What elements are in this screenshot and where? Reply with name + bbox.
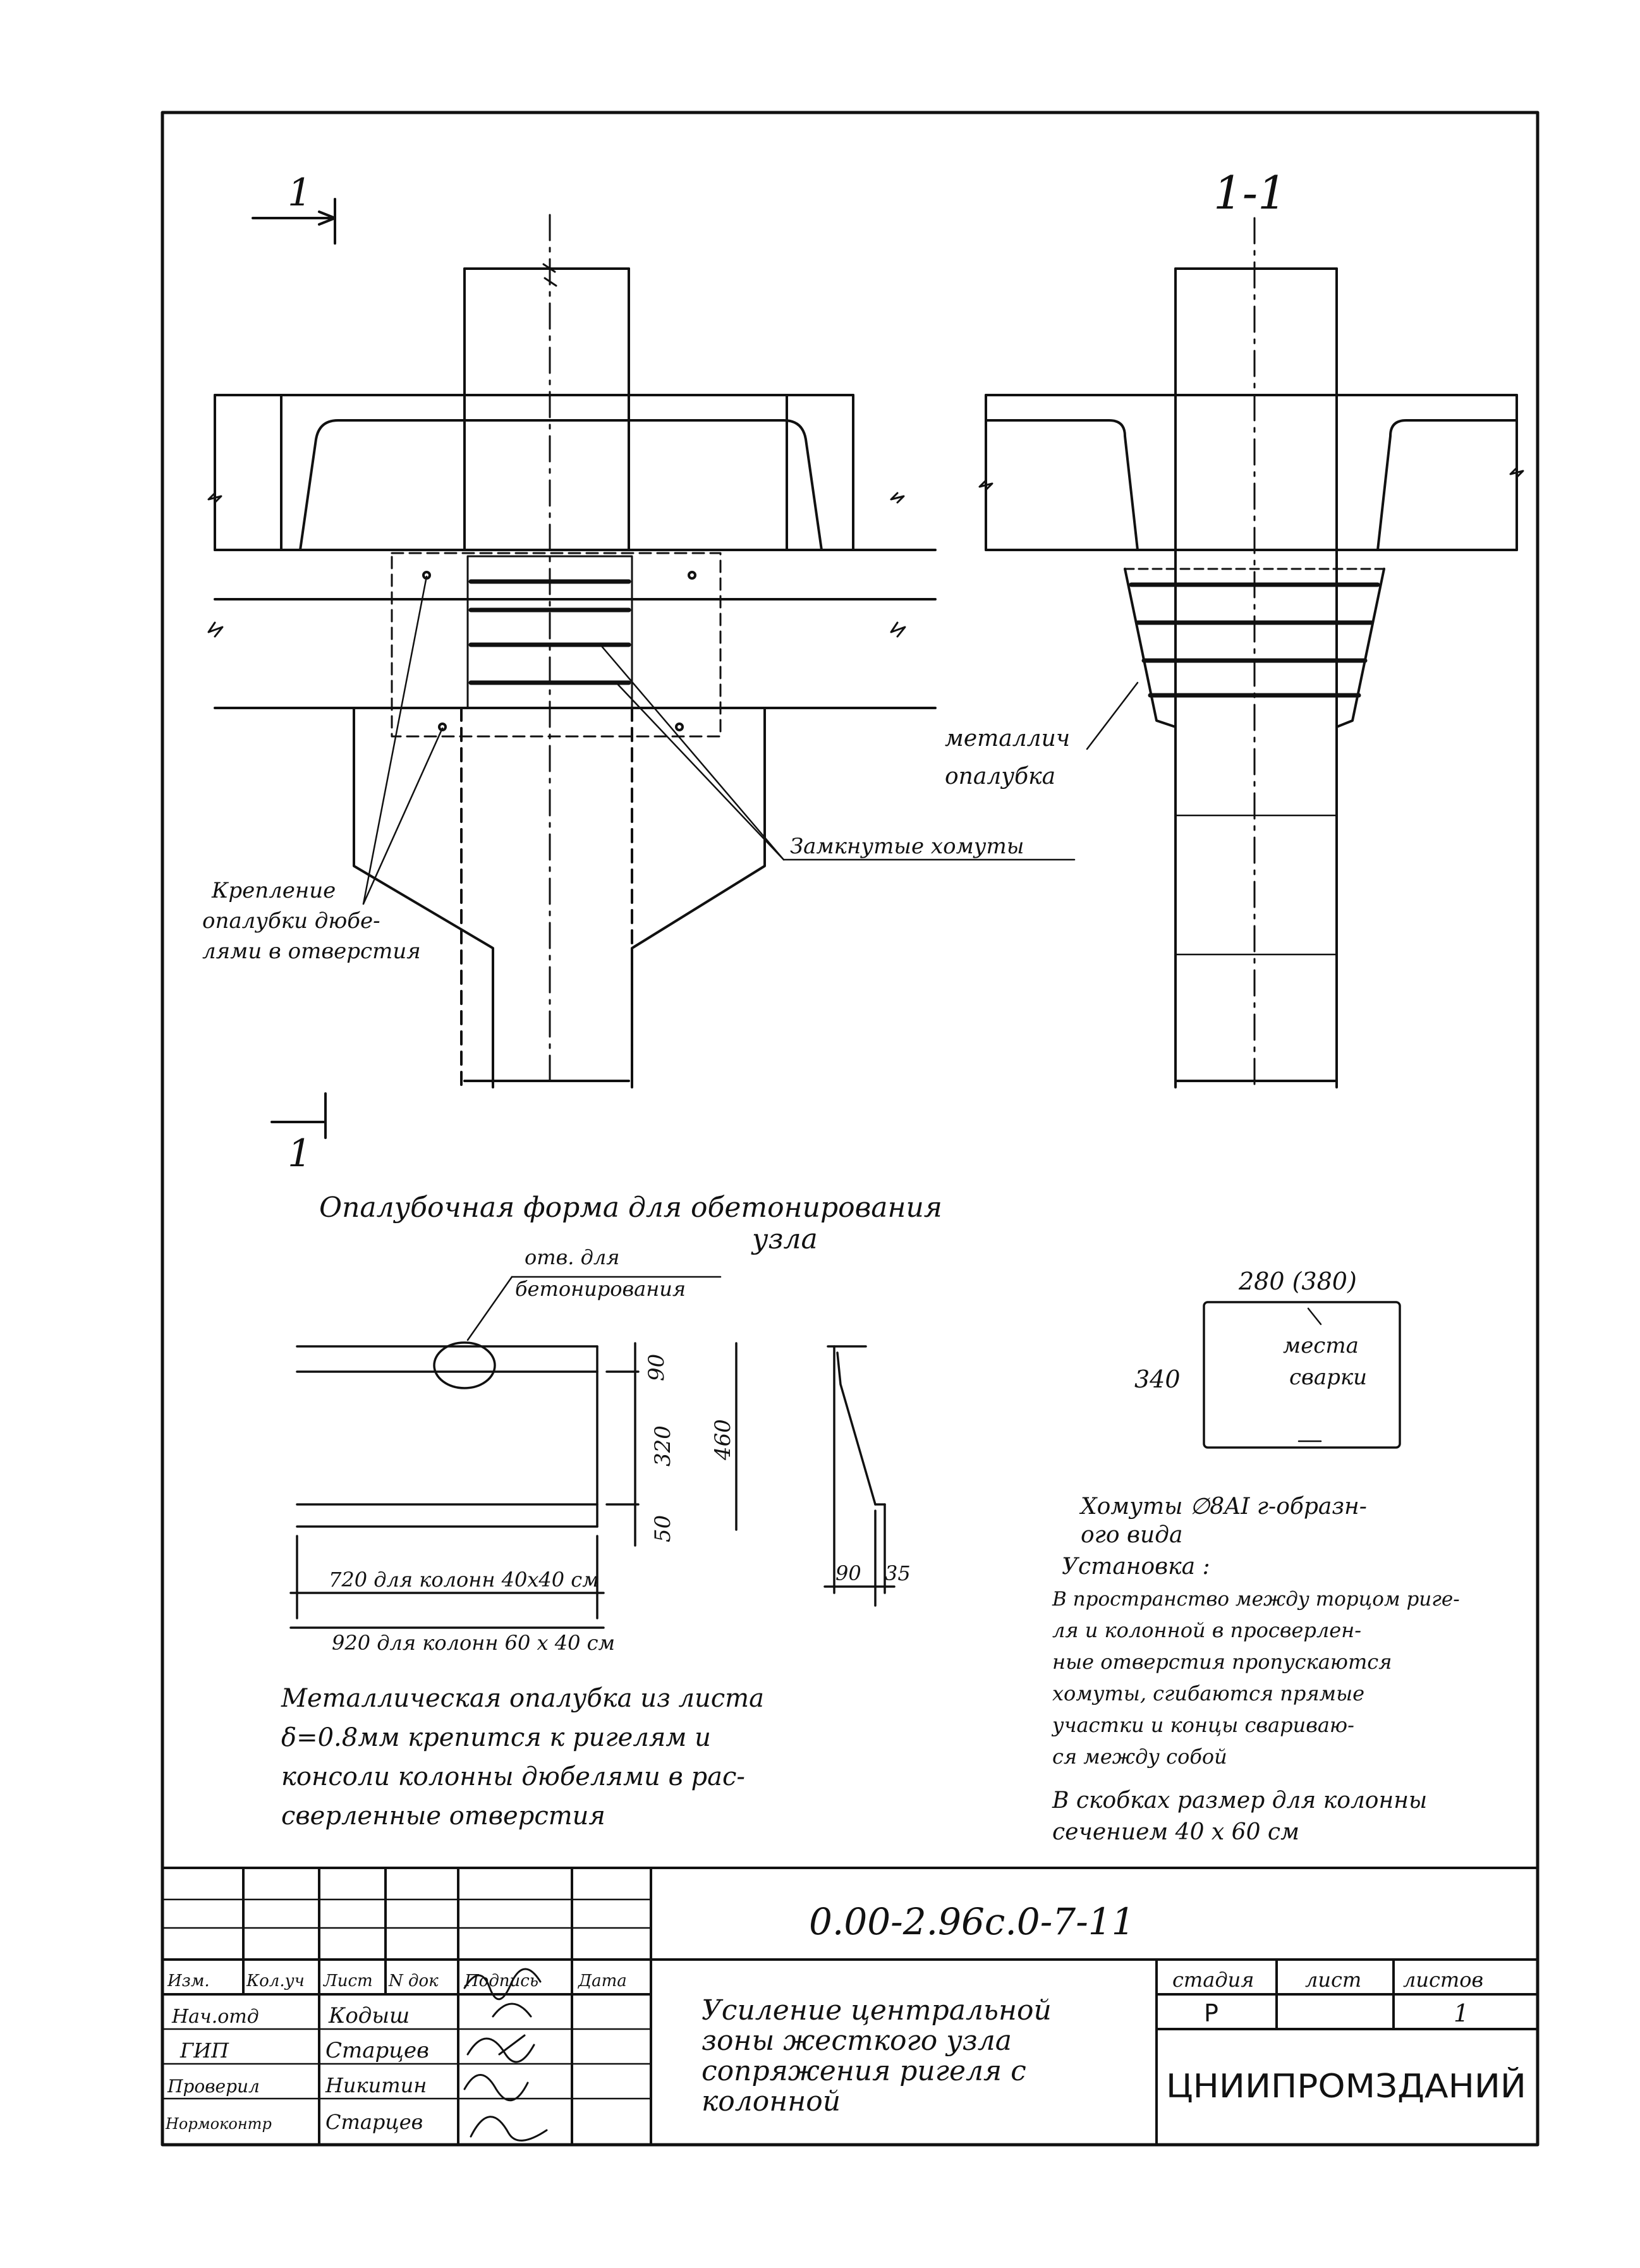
sheet-frame	[161, 111, 1540, 2147]
note-metal-line: консоли колонны дюбелями в рас-	[281, 1762, 745, 1791]
note-brackets: В скобках размер для колонны сечением 40…	[1052, 1788, 1427, 1845]
note-stirrups-line: Хомуты ∅8AI г-образн-	[1079, 1494, 1367, 1520]
stage-value: Р	[1204, 1999, 1218, 2027]
hole-label-line2: бетонирования	[515, 1277, 686, 1301]
title-line: сопряжения ригеля с	[702, 2055, 1026, 2087]
form-title-line2: узла	[751, 1223, 818, 1255]
dim-720: 720 для колонн 40x40 см	[329, 1568, 599, 1592]
section-title: 1-1	[1213, 166, 1287, 219]
plate-height: 340	[1134, 1365, 1181, 1393]
note-stirrups: Хомуты ∅8AI г-образн- ого вида Установка…	[1051, 1494, 1460, 1769]
formwork-label-line1: металлич	[945, 726, 1070, 752]
role-2: Проверил	[167, 2076, 260, 2097]
note-metal-line: δ=0.8мм крепится к ригелям и	[281, 1723, 711, 1752]
name-2: Никитин	[325, 2073, 427, 2097]
note-stirrups-line: хомуты, сгибаются прямые	[1052, 1681, 1364, 1705]
role-3: Нормоконтр	[165, 2115, 272, 2133]
form-side-view	[823, 1345, 896, 1607]
note-stirrups-line: ля и колонной в просверлен-	[1052, 1618, 1361, 1642]
section-marker-top	[252, 198, 336, 245]
dim-side-35: 35	[885, 1561, 911, 1585]
note-metal-formwork: Металлическая опалубка из листа δ=0.8мм …	[281, 1684, 764, 1831]
section-1-1-view	[978, 217, 1524, 1088]
sheets-value: 1	[1454, 1999, 1469, 2027]
note-stirrups-line: ные отверстия пропускаются	[1052, 1650, 1392, 1674]
note-stirrups-line: ого вида	[1081, 1522, 1182, 1548]
stage-header: стадия	[1172, 1968, 1254, 1992]
note-stirrups-line: Установка :	[1062, 1554, 1210, 1580]
plate-view	[1203, 1301, 1401, 1449]
title-line: зоны жесткого узла	[702, 2025, 1012, 2057]
section-mark-top-label: 1	[288, 171, 312, 215]
name-0: Кодыш	[328, 2003, 410, 2028]
form-title-line1: Опалубочная форма для обетонирования	[319, 1192, 942, 1224]
doc-code: 0.00-2.96с.0-7-11	[809, 1900, 1135, 1943]
col-header-sign: Подпись	[464, 1972, 538, 1991]
plate-width: 280 (380)	[1238, 1267, 1357, 1295]
dim-920: 920 для колонн 60 x 40 см	[332, 1631, 615, 1655]
col-header-ndok: N док	[388, 1972, 439, 1991]
note-stirrups-line: В пространство между торцом риге-	[1052, 1588, 1460, 1611]
form-elevation	[289, 1276, 738, 1629]
fastening-label-line2: опалубки дюбе-	[202, 908, 380, 934]
weld-label-line2: сварки	[1289, 1365, 1367, 1390]
section-mark-bottom-label: 1	[288, 1131, 312, 1176]
sheet-header: лист	[1305, 1968, 1361, 1992]
col-header-kol: Кол.уч	[246, 1972, 305, 1991]
name-1: Старцев	[325, 2038, 429, 2063]
sheets-header: листов	[1403, 1968, 1483, 1992]
section-marker-bottom	[270, 1092, 327, 1139]
title-line: Усиление центральной	[702, 1994, 1052, 2027]
dim-50: 50	[650, 1515, 676, 1542]
note-metal-line: Металлическая опалубка из листа	[281, 1684, 764, 1713]
role-0: Нач.отд	[171, 2006, 259, 2028]
col-header-list: Лист	[322, 1972, 373, 1991]
name-3: Старцев	[325, 2110, 423, 2134]
weld-label-line1: места	[1283, 1333, 1359, 1358]
note-stirrups-line: участки и концы свариваю-	[1051, 1713, 1354, 1737]
role-1: ГИП	[179, 2039, 229, 2063]
title-block	[161, 1867, 1539, 2146]
note-metal-line: сверленные отверстия	[281, 1802, 605, 1831]
dim-90: 90	[644, 1354, 669, 1381]
formwork-label-line2: опалубка	[945, 764, 1055, 790]
dim-side-90: 90	[835, 1561, 861, 1585]
left-elevation-view	[207, 214, 1076, 1088]
col-header-date: Дата	[578, 1972, 627, 1991]
fastening-label-line3: лями в отверстия	[202, 939, 421, 964]
stirrups-label: Замкнутые хомуты	[790, 834, 1024, 859]
organization: ЦНИИПРОМЗДАНИЙ	[1166, 2067, 1526, 2106]
col-header-izm: Изм.	[167, 1972, 210, 1991]
dim-460: 460	[710, 1419, 736, 1461]
dim-320: 320	[650, 1425, 676, 1466]
note-brackets-line: В скобках размер для колонны	[1052, 1788, 1427, 1814]
hole-label-line1: отв. для	[525, 1245, 619, 1269]
title-line: колонной	[702, 2085, 841, 2118]
note-brackets-line: сечением 40 x 60 см	[1052, 1819, 1299, 1845]
note-stirrups-line: ся между собой	[1052, 1745, 1227, 1769]
fastening-label-line1: Крепление	[211, 878, 336, 903]
